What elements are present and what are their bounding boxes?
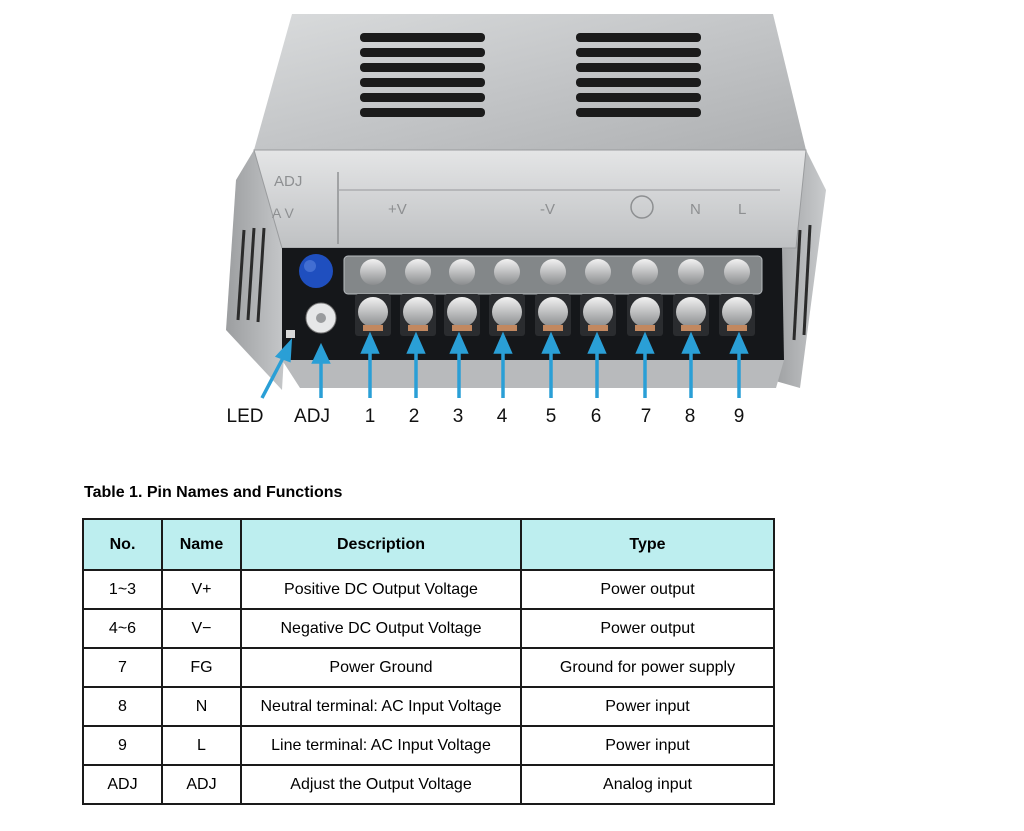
callout-label-pin-1: 1 <box>364 406 376 427</box>
table-row: ADJ ADJ Adjust the Output Voltage Analog… <box>82 764 775 805</box>
panel-label-adj-sub: A V <box>272 205 294 221</box>
panel-label-vminus: -V <box>540 201 555 218</box>
callout-label-pin-5: 5 <box>545 406 557 427</box>
ground-symbol-icon <box>630 195 654 219</box>
cell-no: 7 <box>82 647 163 688</box>
table-row: 9 L Line terminal: AC Input Voltage Powe… <box>82 725 775 766</box>
callout-label-adj: ADJ <box>294 406 330 427</box>
cell-no: 9 <box>82 725 163 766</box>
callout-label-pin-8: 8 <box>684 406 696 427</box>
header-name: Name <box>161 518 242 571</box>
cell-description: Negative DC Output Voltage <box>240 608 522 649</box>
cell-type: Power output <box>520 569 775 610</box>
callout-label-pin-9: 9 <box>733 406 745 427</box>
enclosure-front-panel <box>253 149 807 249</box>
cell-description: Positive DC Output Voltage <box>240 569 522 610</box>
panel-label-l: L <box>738 201 746 218</box>
cell-name: V+ <box>161 569 242 610</box>
cell-name: V− <box>161 608 242 649</box>
terminal-screws <box>355 259 755 336</box>
cell-no: 8 <box>82 686 163 727</box>
panel-label-vplus: +V <box>388 201 407 218</box>
callout-label-pin-7: 7 <box>640 406 652 427</box>
callout-label-pin-4: 4 <box>496 406 508 427</box>
table-header-row: No. Name Description Type <box>82 518 775 571</box>
power-supply-figure: ADJ A V +V -V N L <box>226 14 826 427</box>
table-row: 8 N Neutral terminal: AC Input Voltage P… <box>82 686 775 727</box>
cell-no: 4~6 <box>82 608 163 649</box>
cell-type: Power input <box>520 725 775 766</box>
header-description: Description <box>240 518 522 571</box>
cell-description: Neutral terminal: AC Input Voltage <box>240 686 522 727</box>
cell-name: L <box>161 725 242 766</box>
led-indicator <box>286 330 295 338</box>
table-row: 7 FG Power Ground Ground for power suppl… <box>82 647 775 688</box>
cell-type: Ground for power supply <box>520 647 775 688</box>
callout-label-pin-3: 3 <box>452 406 464 427</box>
header-type: Type <box>520 518 775 571</box>
cell-name: N <box>161 686 242 727</box>
cell-description: Adjust the Output Voltage <box>240 764 522 805</box>
callout-label-pin-6: 6 <box>590 406 602 427</box>
cell-type: Analog input <box>520 764 775 805</box>
table-row: 1~3 V+ Positive DC Output Voltage Power … <box>82 569 775 610</box>
panel-label-adj: ADJ <box>274 173 302 190</box>
cell-description: Line terminal: AC Input Voltage <box>240 725 522 766</box>
enclosure-base <box>282 360 784 388</box>
header-no: No. <box>82 518 163 571</box>
vent-slots <box>360 33 701 117</box>
table-row: 4~6 V− Negative DC Output Voltage Power … <box>82 608 775 649</box>
table-title: Table 1. Pin Names and Functions <box>84 484 343 501</box>
cell-no: ADJ <box>82 764 163 805</box>
cell-no: 1~3 <box>82 569 163 610</box>
enclosure-top <box>254 14 806 150</box>
callout-label-pin-2: 2 <box>408 406 420 427</box>
cell-type: Power output <box>520 608 775 649</box>
cell-type: Power input <box>520 686 775 727</box>
cell-name: ADJ <box>161 764 242 805</box>
callout-arrows <box>260 331 749 399</box>
cell-description: Power Ground <box>240 647 522 688</box>
pin-table: No. Name Description Type 1~3 V+ Positiv… <box>82 518 775 805</box>
callout-label-led: LED <box>226 406 264 427</box>
panel-label-n: N <box>690 201 701 218</box>
capacitor <box>299 254 333 288</box>
cell-name: FG <box>161 647 242 688</box>
power-supply-illustration: ADJ A V +V -V N L <box>226 14 826 399</box>
